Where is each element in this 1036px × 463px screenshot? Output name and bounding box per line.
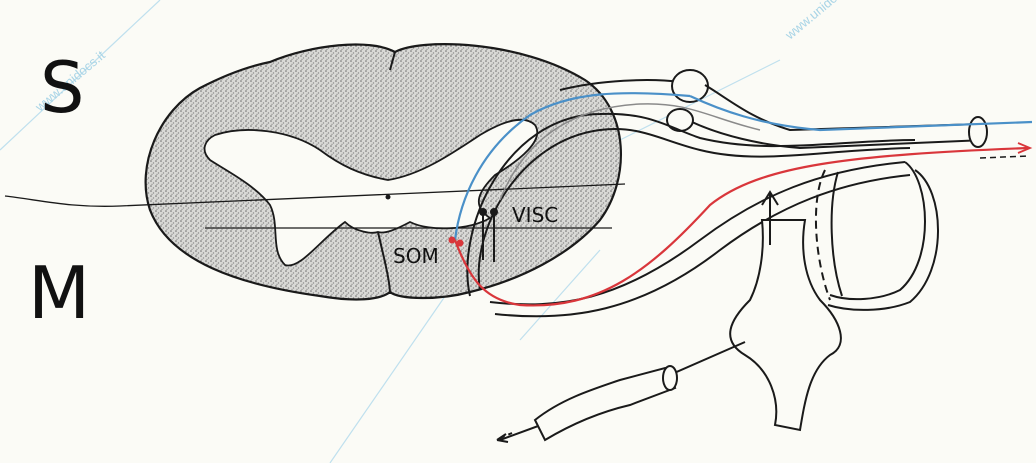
sensory-label: S <box>40 47 84 129</box>
dorsal-root-ganglion <box>560 70 987 148</box>
spinal-cord-section <box>146 44 621 299</box>
visc-label: VISC <box>512 203 558 227</box>
peripheral-effector <box>497 342 745 442</box>
som-label: SOM <box>393 244 439 268</box>
motor-label: M <box>28 251 90 335</box>
sympathetic-ganglion <box>730 192 841 430</box>
watermark-text-2: www.unidocs.it <box>782 0 859 43</box>
